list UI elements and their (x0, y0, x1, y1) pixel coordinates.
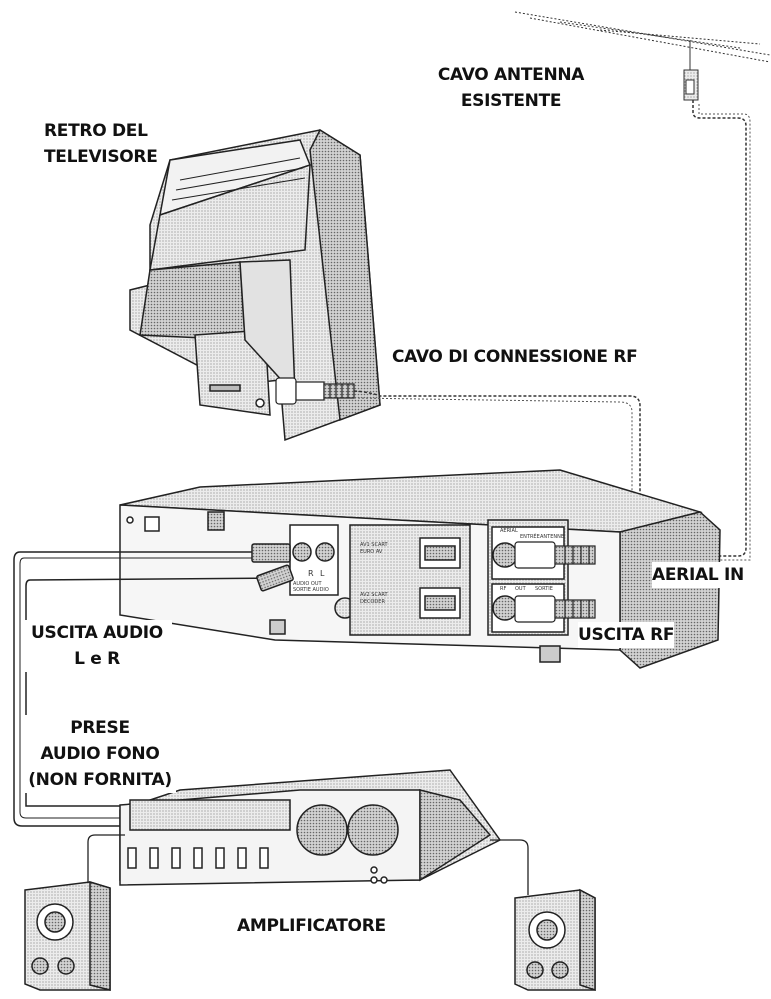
label-audio-out: USCITA AUDIO L e R (22, 620, 172, 672)
vcr-rf-marking: SORTIE (535, 586, 553, 592)
label-aerial-in: AERIAL IN (652, 562, 767, 588)
rf-plugs-vcr (514, 541, 596, 623)
label-line: AUDIO FONO (40, 744, 160, 764)
label-amplifier: AMPLIFICATORE (237, 916, 386, 936)
label-line: (NON FORNITA) (28, 770, 172, 790)
label-rf-out: USCITA RF (578, 622, 675, 648)
label-line: USCITA AUDIO (31, 623, 163, 643)
vcr-aerial-marking: ANTENNE (540, 534, 564, 540)
label-rf-cable: CAVO DI CONNESSIONE RF (392, 347, 638, 367)
vcr-audio-marking: SORTIE AUDIO (293, 587, 329, 593)
vcr-scart-marking: EURO AV (360, 549, 383, 555)
vcr-audio-marking: AUDIO OUT (293, 581, 323, 587)
vcr-scart-marking: AV2 SCART (360, 592, 388, 598)
speaker-left (24, 880, 111, 991)
label-line: L e R (74, 649, 120, 669)
television-rear (129, 128, 381, 442)
vcr-aerial-marking: AERIAL (500, 528, 518, 534)
label-line: ESISTENTE (460, 91, 562, 111)
vcr-rf-marking: OUT (515, 586, 527, 592)
audio-cables (13, 543, 294, 827)
speaker-wire-left (87, 834, 125, 885)
amplifier-unit (119, 769, 502, 886)
label-antenna-cable: CAVO ANTENNA ESISTENTE (436, 62, 586, 114)
label-tv-rear: RETRO DEL TELEVISORE (44, 118, 158, 170)
vcr-aerial-marking: ENTRÉE (520, 532, 540, 540)
antenna (514, 11, 771, 101)
label-line: RETRO DEL (44, 121, 148, 141)
label-line: PRESE (70, 718, 130, 738)
vcr-scart-marking: DECODER (360, 599, 385, 605)
speaker-wire-right (490, 839, 529, 895)
label-line: TELEVISORE (44, 147, 158, 167)
speaker-right (514, 888, 596, 992)
vcr-audio-channel: L (320, 569, 325, 578)
vcr-rf-marking: RF (500, 586, 506, 592)
antenna-cable (600, 100, 747, 557)
rf-plug-tv (275, 377, 355, 405)
label-line: CAVO ANTENNA (437, 65, 585, 85)
label-phono-jacks: PRESE AUDIO FONO (NON FORNITA) (24, 715, 176, 793)
vcr-scart-marking: AV1 SCART (360, 542, 388, 548)
vcr-audio-channel: R (308, 569, 314, 578)
